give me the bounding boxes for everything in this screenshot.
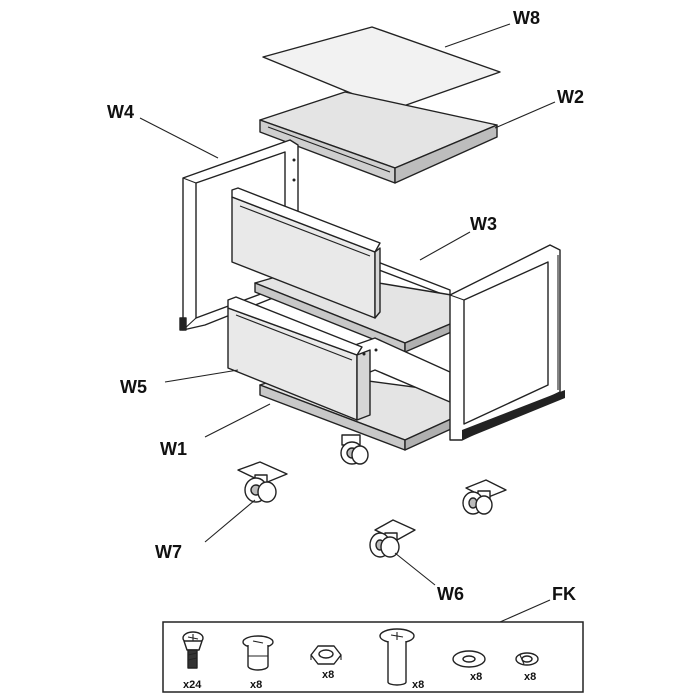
upper-drawer-front <box>231 187 381 319</box>
leader-w8 <box>444 23 511 48</box>
caster-w7 <box>237 461 288 503</box>
qty-spring-washer: x8 <box>524 671 536 683</box>
leader-w2 <box>494 101 556 129</box>
right-end-frame <box>449 244 565 441</box>
hardware-kit-box: x24 x8 x8 x8 x8 <box>162 621 584 693</box>
label-w5: W5 <box>120 377 147 397</box>
dowel-icon <box>242 635 274 671</box>
qty-washer: x8 <box>470 671 482 683</box>
leader-lines <box>139 23 556 623</box>
label-w7: W7 <box>155 542 182 562</box>
qty-bolt: x8 <box>412 679 424 691</box>
label-w8: W8 <box>513 8 540 28</box>
label-w2: W2 <box>557 87 584 107</box>
qty-screw: x24 <box>183 679 202 691</box>
label-w6: W6 <box>437 584 464 604</box>
leader-w1 <box>204 403 271 438</box>
leader-w6 <box>394 552 436 586</box>
bolt-icon <box>379 628 415 686</box>
qty-dowel: x8 <box>250 679 262 691</box>
label-w4: W4 <box>107 102 134 122</box>
top-shelf-w2 <box>259 91 498 184</box>
label-fk: FK <box>552 584 576 604</box>
leader-w5 <box>164 369 239 383</box>
screw-icon <box>182 631 204 669</box>
nut-icon <box>310 645 342 665</box>
leader-fk <box>499 599 551 623</box>
leader-w7 <box>204 499 256 543</box>
caster-w6 <box>369 519 416 558</box>
top-plate-w8 <box>262 26 501 111</box>
mounted-caster <box>340 434 369 465</box>
washer-icon <box>452 650 486 668</box>
qty-nut: x8 <box>322 669 334 681</box>
caster-right <box>462 479 507 515</box>
leader-w3 <box>419 231 471 261</box>
spring-washer-icon <box>515 652 539 666</box>
leader-w4 <box>139 117 219 159</box>
label-w1: W1 <box>160 439 187 459</box>
label-w3: W3 <box>470 214 497 234</box>
